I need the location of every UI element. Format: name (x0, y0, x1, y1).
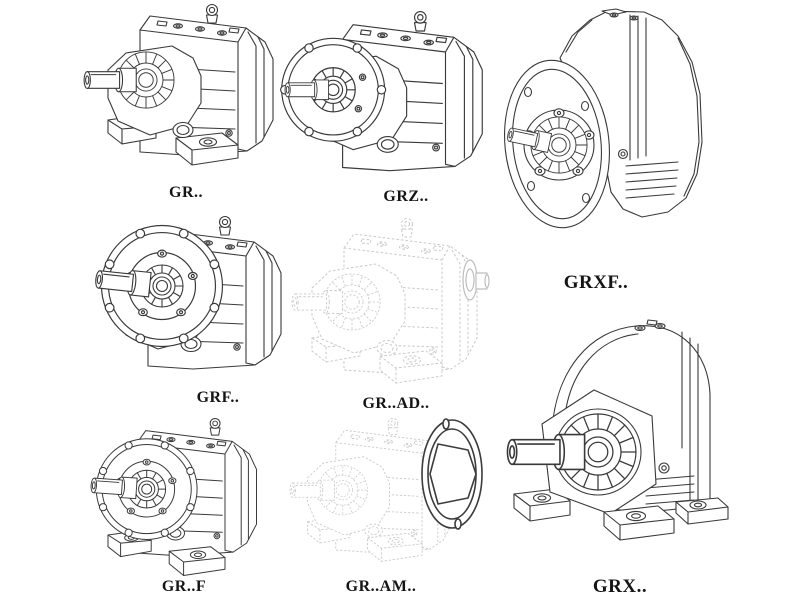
label-gr-f: GR..F (161, 578, 207, 595)
grxf-gearbox-illustration (503, 8, 703, 229)
drawing-grx (498, 298, 729, 558)
drawing-grxf (496, 6, 718, 258)
drawing-gr (83, 2, 293, 182)
label-gr-am: GR..AM.. (345, 578, 417, 595)
gr-am-gearbox-illustration (289, 418, 483, 562)
label-grxf: GRXF.. (563, 272, 629, 293)
label-gr: GR.. (169, 184, 203, 201)
drawing-gr-am (289, 418, 495, 578)
gr-f-gearbox-illustration (89, 417, 257, 576)
gr-gearbox-illustration (83, 3, 274, 166)
label-grz: GRZ.. (383, 188, 429, 205)
drawing-grf (92, 212, 302, 392)
gr-ad-gearbox-illustration (291, 218, 490, 384)
grz-gearbox-illustration (280, 10, 483, 172)
grf-gearbox-illustration (94, 215, 282, 370)
drawing-gr-f (89, 416, 305, 578)
drawing-gr-ad (291, 214, 497, 396)
label-gr-ad: GR..AD.. (362, 395, 430, 412)
label-grx: GRX.. (592, 576, 648, 597)
label-grf: GRF.. (196, 389, 240, 406)
drawing-grz (280, 2, 493, 187)
grx-gearbox-illustration (506, 319, 729, 541)
